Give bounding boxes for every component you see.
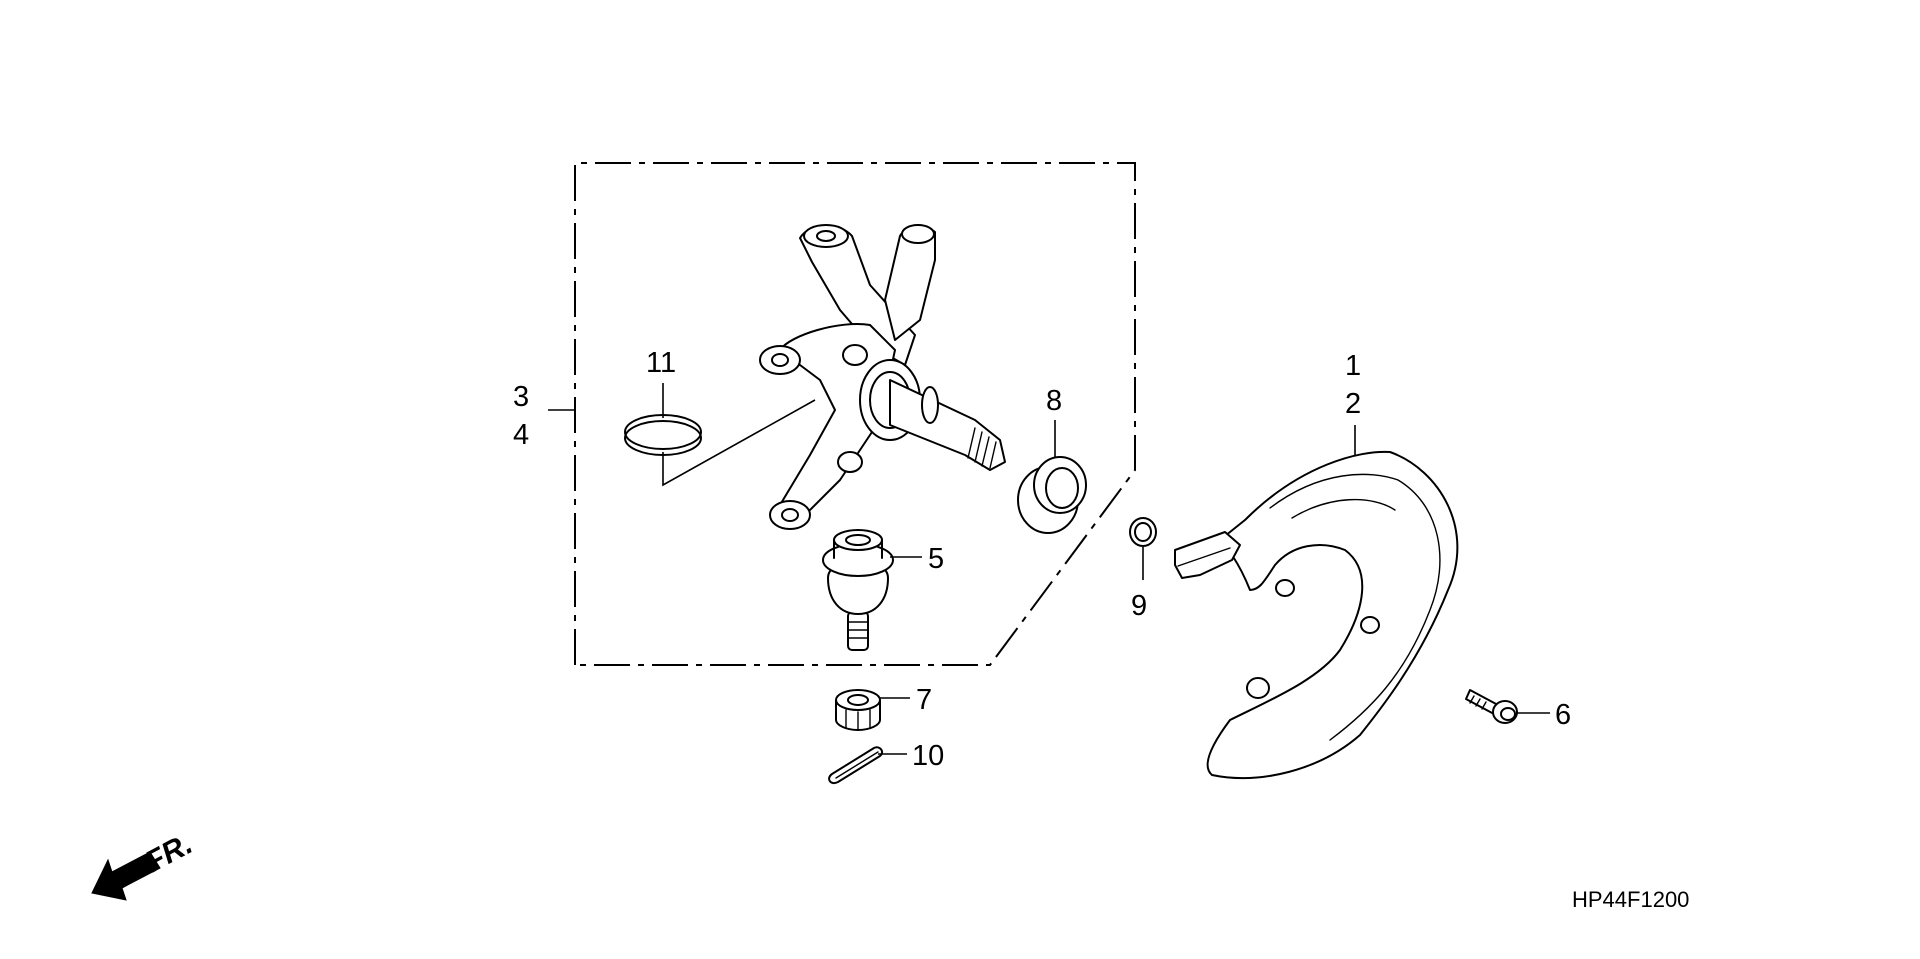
leader-11-knuckle (662, 399, 816, 487)
callout-2: 2 (1345, 388, 1361, 420)
disc-cover[interactable] (1174, 450, 1459, 779)
flange-bolt[interactable] (1465, 689, 1518, 724)
steering-knuckle[interactable] (759, 224, 1006, 530)
leader-lines (548, 383, 1550, 755)
callout-7: 7 (916, 684, 932, 716)
callout-8: 8 (1046, 385, 1062, 417)
circlip[interactable] (624, 414, 702, 456)
callout-3: 3 (513, 381, 529, 413)
o-ring[interactable] (1129, 517, 1157, 547)
callout-5: 5 (928, 543, 944, 575)
callout-6: 6 (1555, 699, 1571, 731)
cotter-pin[interactable] (828, 746, 884, 784)
ball-joint[interactable] (822, 529, 894, 651)
front-direction-arrow-icon: FR. (91, 827, 198, 901)
castle-nut[interactable] (835, 689, 881, 731)
callout-10: 10 (912, 740, 944, 772)
dust-seal[interactable] (1017, 456, 1087, 534)
diagram-code: HP44F1200 (1572, 887, 1689, 912)
callout-1: 1 (1345, 350, 1361, 382)
assembly-boundary (574, 162, 1136, 666)
callout-4: 4 (513, 419, 529, 451)
callout-11: 11 (646, 347, 676, 379)
callout-9: 9 (1131, 590, 1147, 622)
